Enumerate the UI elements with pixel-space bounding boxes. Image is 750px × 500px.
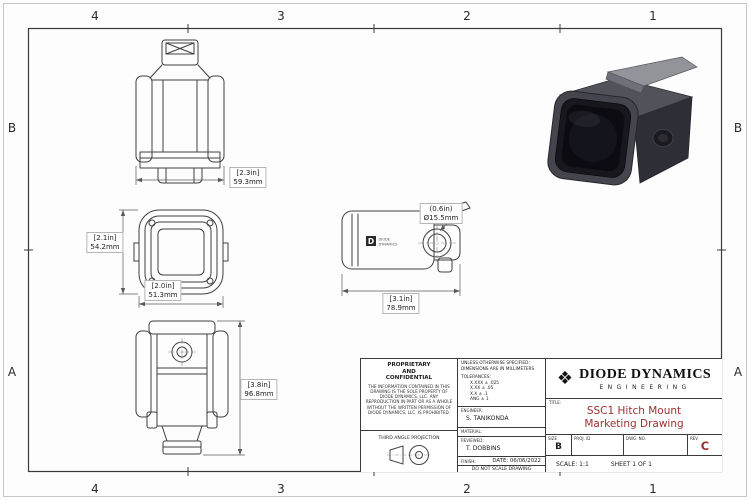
proprietary-heading: PROPRIETARY AND CONFIDENTIAL [365,362,453,382]
tolerance-line: X.XX ± .05 [470,386,494,391]
company-logo-text: DIODE DYNAMICS ENGINEERING [579,367,711,391]
dim-mm: 78.9mm [386,303,416,312]
proj-id-label: PROJ. ID [574,436,591,441]
spec-line: UNLESS OTHERWISE SPECIFIED: [461,361,530,366]
dim-inches: [2.3in] [236,169,260,177]
dim-inches: [2.0in] [151,282,175,290]
dim-knob-diameter: (0.6in) Ø15.5mm [419,203,463,224]
title-block: PROPRIETARY AND CONFIDENTIAL THE INFORMA… [360,358,722,472]
zone-top-1: 1 [649,9,657,23]
logo-mark-line1: DIODE [379,238,391,242]
proj-id-field: PROJ. ID [572,435,624,455]
material-label: MATERIAL: [461,429,483,434]
dim-mm: 59.3mm [233,177,263,186]
dwg-no-field: DWG. NO. [624,435,688,455]
date-value: DATE: 06/06/2022 [492,458,541,464]
zone-left-a: A [7,365,17,379]
dim-mm: 51.3mm [148,290,178,299]
proprietary-heading-line: AND [402,368,416,375]
third-angle-projection: THIRD ANGLE PROJECTION [361,431,457,472]
company-logo: ❖ DIODE DYNAMICS ENGINEERING [546,359,722,399]
scale-value: SCALE: 1:1 [556,460,589,468]
third-angle-label: THIRD ANGLE PROJECTION [378,436,440,441]
view-front-bracket [135,39,225,184]
date-label: DATE: [492,458,509,464]
zone-left-b: B [7,121,17,135]
size-value: B [555,442,562,452]
material-field: MATERIAL: [458,428,545,437]
dim-mm: 54.2mm [90,242,120,251]
view-3d-render [547,56,698,186]
zone-right-b: B [733,121,743,135]
dim-inches: [2.1in] [93,234,117,242]
dim-face-height: [2.1in] 54.2mm [86,232,124,253]
diode-dynamics-logo-icon: ❖ [556,367,574,389]
dim-inches: (0.6in) [429,205,453,213]
proprietary-text: THE INFORMATION CONTAINED IN THIS DRAWIN… [365,383,453,415]
spec-line: TOLERANCES: [461,375,491,380]
zone-bottom-1: 1 [649,482,657,496]
tolerance-spec: UNLESS OTHERWISE SPECIFIED: DIMENSIONS A… [458,359,545,407]
dwg-no-label: DWG. NO. [626,436,646,441]
dim-overall-height: [3.8in] 96.8mm [240,379,278,400]
reviewed-label: REVIEWED: [461,438,484,443]
size-label: SIZE [548,436,557,441]
zone-top-3: 3 [277,9,285,23]
reviewer-name: T. DOBBINS [466,445,501,452]
view-rear-bracket [135,320,229,455]
size-field: SIZE B [546,435,572,455]
finish-label: FINISH: [461,458,476,464]
title-line: Marketing Drawing [584,418,684,430]
zone-top-2: 2 [463,9,471,23]
dim-mm: 96.8mm [244,389,274,398]
rev-field: REV C [688,435,722,455]
zone-top-4: 4 [91,9,99,23]
dim-front-width: [2.3in] 59.3mm [229,167,267,188]
rev-label: REV [690,436,699,441]
company-name: DIODE DYNAMICS [579,366,712,382]
zone-bottom-4: 4 [91,482,99,496]
title-line: SSC1 Hitch Mount [586,405,682,417]
logo-mark-line2: DYNAMICS [379,243,399,247]
proprietary-heading-line: CONFIDENTIAL [385,375,433,382]
proprietary-heading-line: PROPRIETARY [387,362,431,368]
logo-mark-letter: D [368,237,374,246]
dim-face-width: [2.0in] 51.3mm [144,280,182,301]
dim-inches: [3.8in] [247,381,271,389]
drawing-title: TITLE: SSC1 Hitch Mount Marketing Drawin… [546,399,722,435]
proprietary-column: PROPRIETARY AND CONFIDENTIAL THE INFORMA… [361,359,458,472]
specs-column: UNLESS OTHERWISE SPECIFIED: DIMENSIONS A… [458,359,546,472]
product-logo-mark: D DIODE DYNAMICS [366,236,398,247]
reviewed-field: REVIEWED: T. DOBBINS [458,437,545,457]
date-text: 06/06/2022 [509,458,541,464]
spec-line: DIMENSIONS ARE IN MILLIMETERS [461,366,535,372]
proprietary-notice: PROPRIETARY AND CONFIDENTIAL THE INFORMA… [361,359,457,431]
zone-right-a: A [733,365,743,379]
dim-inches: [3.1in] [389,295,413,303]
do-not-scale-note: DO NOT SCALE DRAWING [471,466,532,472]
rev-value: C [700,439,710,453]
engineer-label: ENGINEER: [461,408,483,413]
tolerance-line: X.X ± .1 [470,391,488,397]
sheet-number: SHEET 1 OF 1 [610,460,652,468]
engineer-name: S. TANIKONDA [466,415,509,422]
tolerance-line: ANG ± 1 [470,397,489,402]
engineer-field: ENGINEER: S. TANIKONDA [458,407,545,428]
identity-column: ❖ DIODE DYNAMICS ENGINEERING TITLE: SSC1… [546,359,722,472]
size-row: SIZE B PROJ. ID DWG. NO. REV C [546,435,722,456]
third-angle-symbol-icon [387,445,431,465]
date-field: FINISH: DATE: 06/06/2022 [458,457,545,466]
zone-bottom-3: 3 [277,482,285,496]
dim-side-length: [3.1in] 78.9mm [382,293,420,314]
scale-row: SCALE: 1:1 SHEET 1 OF 1 [546,456,722,472]
company-division: ENGINEERING [599,383,691,391]
tolerance-line: X.XXX ± .025 [470,380,500,386]
title-label: TITLE: [549,400,562,405]
zone-bottom-2: 2 [463,482,471,496]
dim-mm: Ø15.5mm [423,213,459,222]
